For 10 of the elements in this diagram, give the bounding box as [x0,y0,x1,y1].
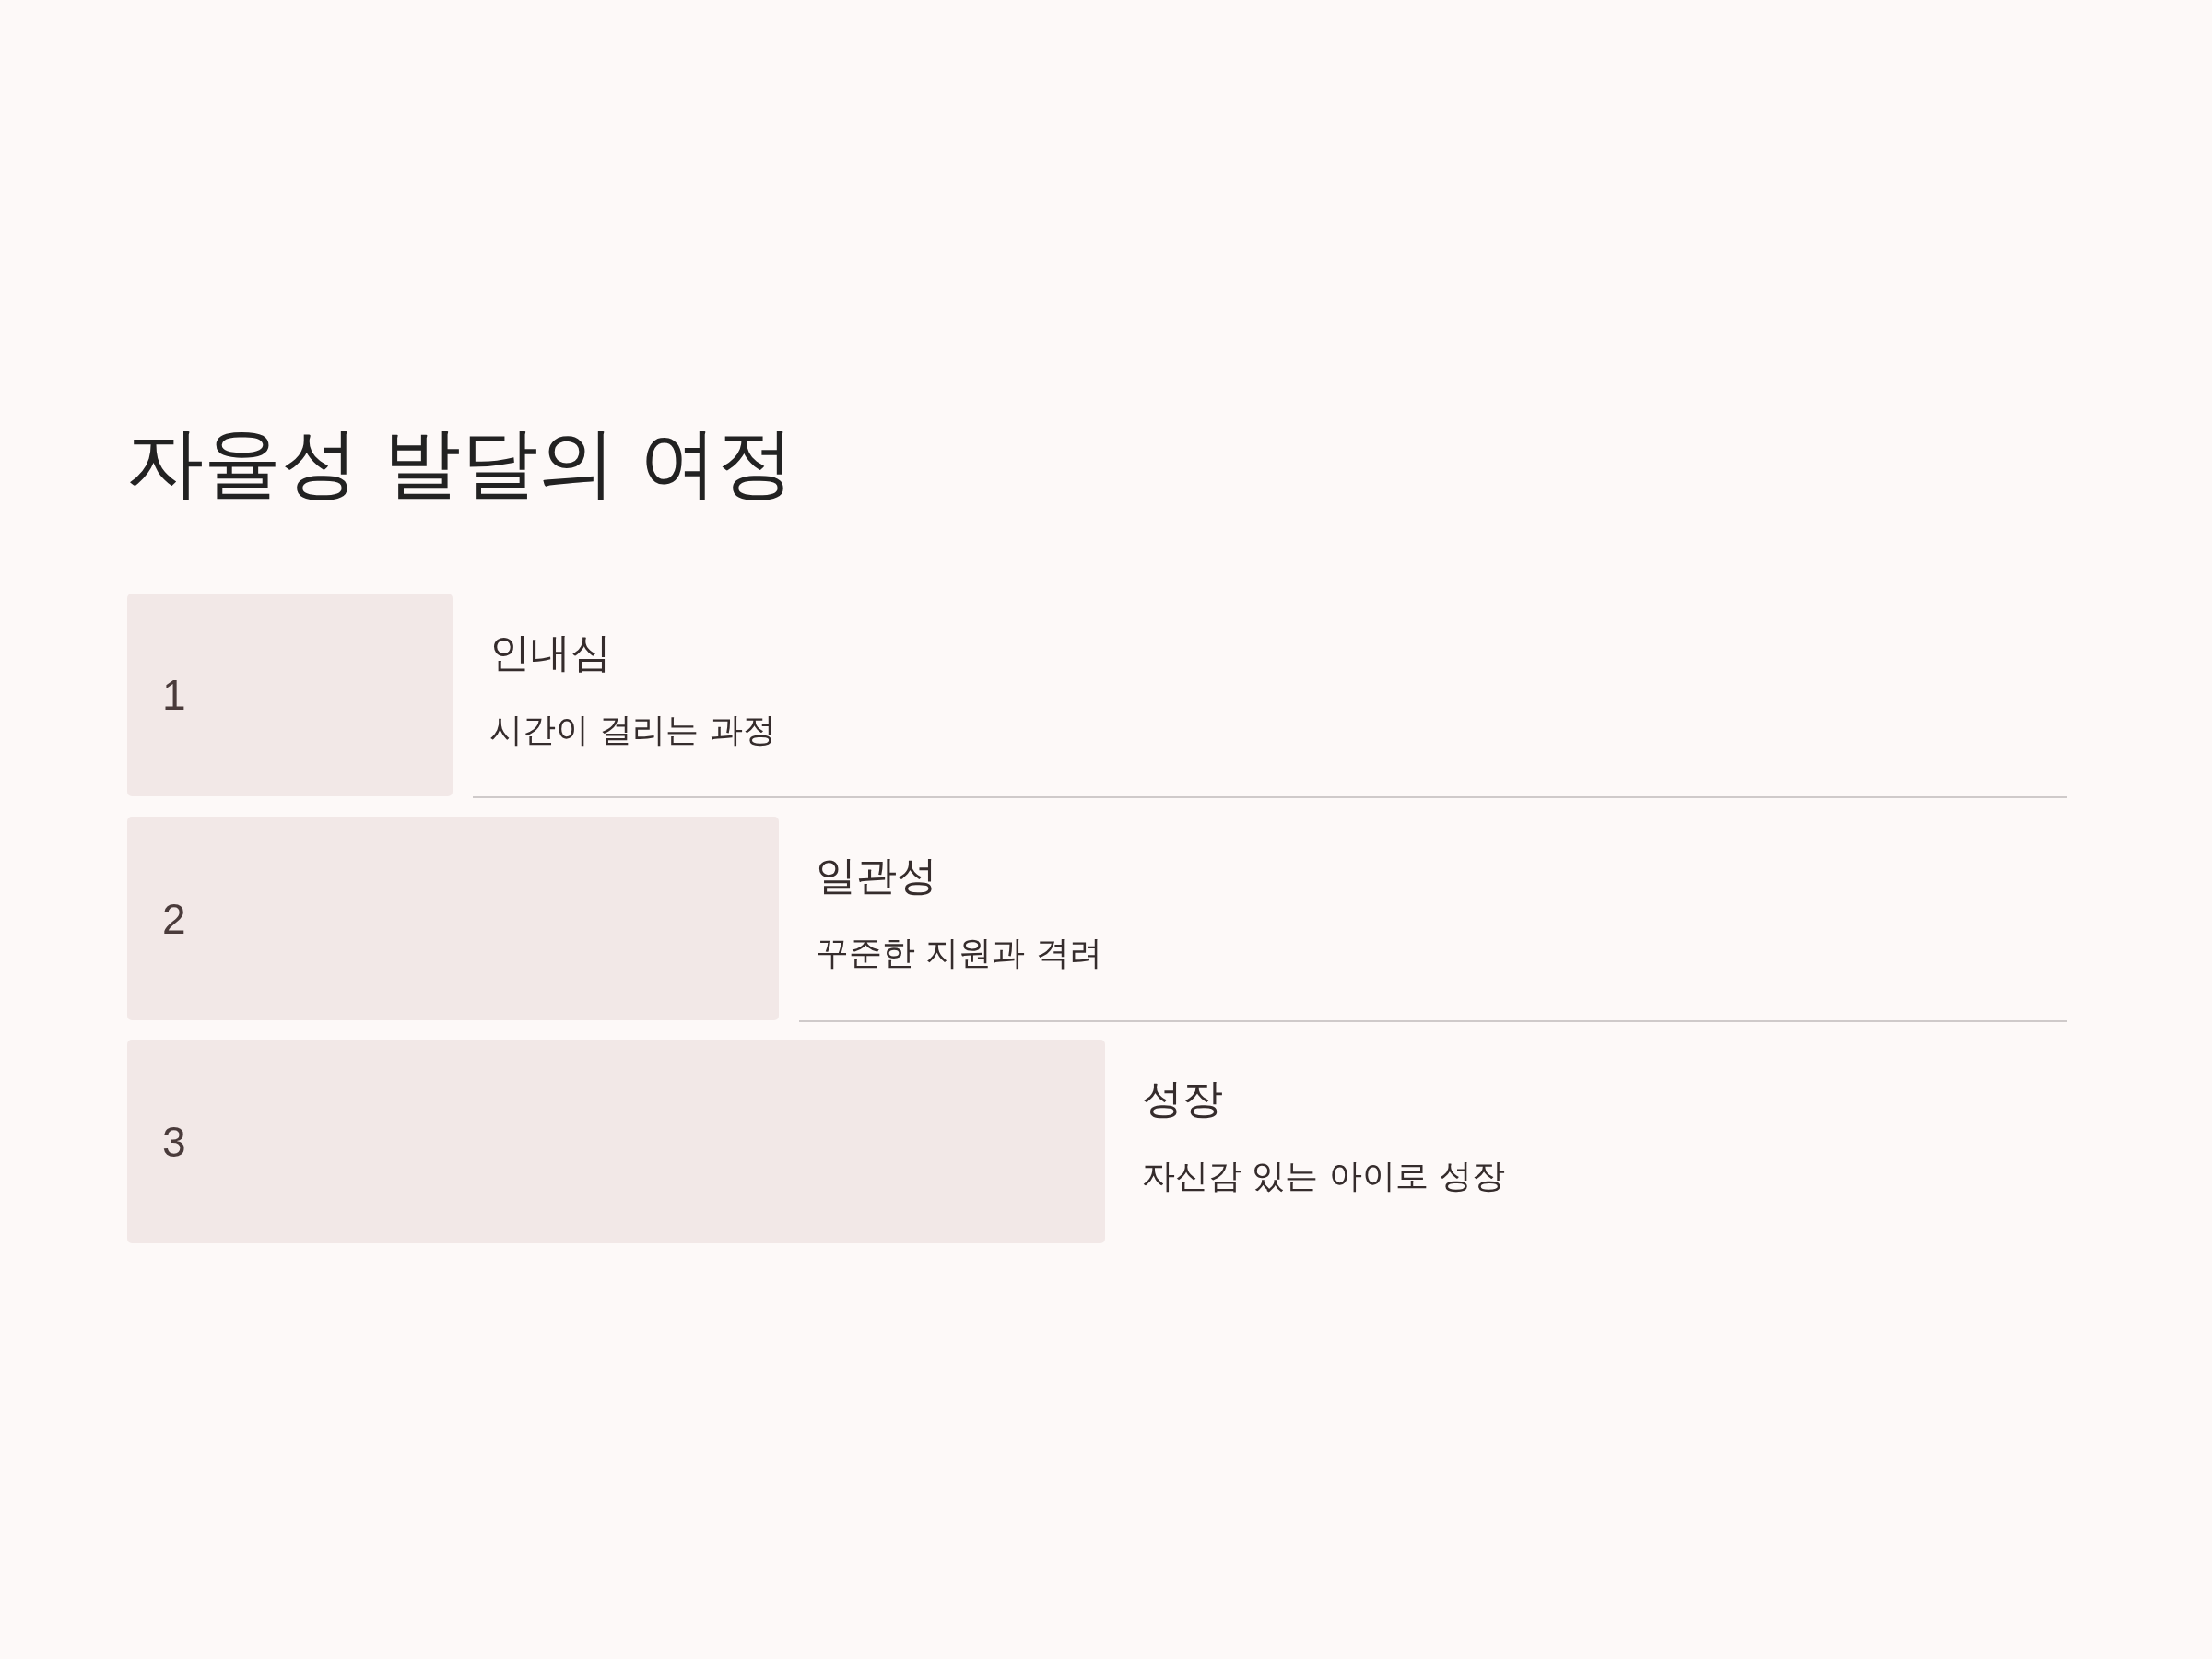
step-description: 시간이 걸리는 과정 [489,710,776,750]
step-title: 인내심 [489,629,611,677]
step-title: 성장 [1142,1075,1223,1124]
step-description: 꾸준한 지원과 격려 [816,933,1102,973]
diagram-title: 자율성 발달의 여정 [126,420,795,506]
step-number: 1 [162,674,186,716]
step-title: 일관성 [816,852,937,900]
step-number: 2 [162,897,186,940]
step-number: 3 [162,1120,186,1163]
step-description: 자신감 있는 아이로 성장 [1142,1156,1506,1196]
